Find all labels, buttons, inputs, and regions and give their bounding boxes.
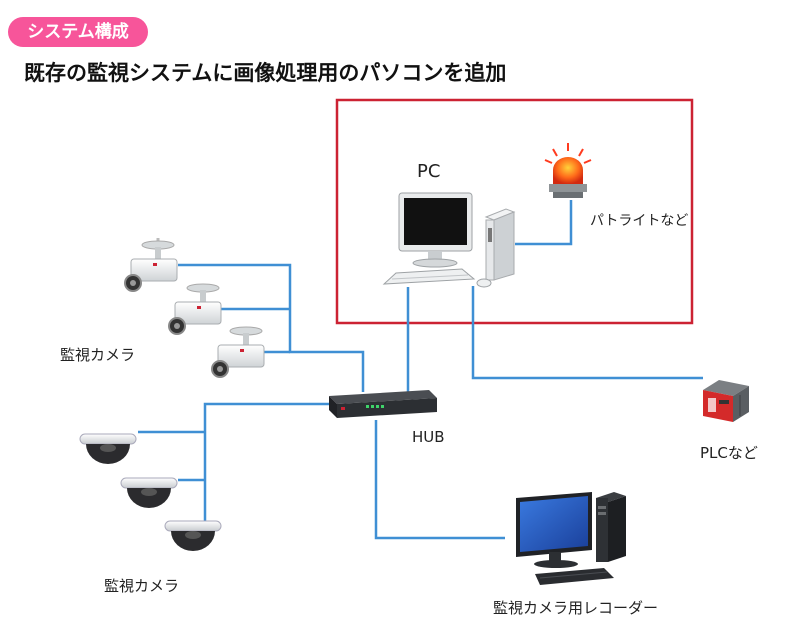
- pc-tower-icon: [484, 208, 516, 281]
- recorder-label: 監視カメラ用レコーダー: [493, 599, 659, 617]
- plc-label: PLCなど: [700, 444, 758, 462]
- dome-cameras-label: 監視カメラ: [104, 577, 180, 595]
- pc-highlight-frame: [335, 98, 694, 325]
- dome-camera-icon: [164, 520, 222, 551]
- pc-monitor-icon: [398, 192, 473, 268]
- line-pc-plc: [471, 286, 703, 380]
- recorder-pc-icon: [516, 492, 626, 585]
- hub-label: HUB: [412, 428, 445, 446]
- pc-label: PC: [417, 161, 441, 182]
- mouse-icon: [476, 278, 492, 288]
- network-hub-icon: [329, 390, 437, 418]
- plc-icon: [703, 380, 749, 422]
- dome-camera-icon: [120, 477, 178, 508]
- keyboard-icon: [382, 268, 476, 285]
- dome-camera-icon: [79, 433, 137, 464]
- box-camera-icon: [168, 283, 222, 335]
- patlite-label: パトライトなど: [590, 213, 689, 229]
- page-title: 既存の監視システムに画像処理用のパソコンを追加: [24, 61, 507, 85]
- line-pc-patlite: [515, 200, 573, 246]
- box-camera-icon: [124, 238, 178, 292]
- box-camera-icon: [211, 326, 265, 378]
- line-hub-recorder: [374, 420, 505, 540]
- network-lines: [138, 200, 703, 540]
- line-dome-trunk: [203, 402, 329, 525]
- box-cameras-label: 監視カメラ: [60, 346, 136, 364]
- warning-light-icon: [544, 143, 592, 198]
- section-badge: システム構成: [8, 17, 148, 47]
